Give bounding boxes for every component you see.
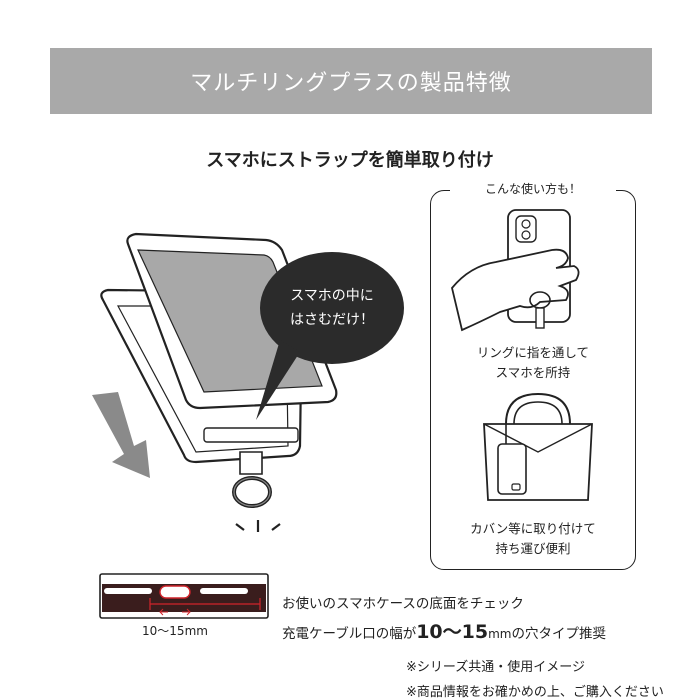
measure-label: 10〜15mm	[142, 624, 208, 638]
check-line-2: 充電ケーブル口の幅が10〜15mmの穴タイプ推奨	[282, 617, 606, 644]
bag-caption: カバン等に取り付けて 持ち運び便利	[440, 519, 626, 559]
bag-caption-line-2: 持ち運び便利	[495, 541, 571, 556]
check-width-unit: mm	[488, 627, 512, 641]
emphasis-mark-left	[235, 523, 245, 531]
check-line-2-prefix: 充電ケーブル口の幅が	[282, 626, 417, 642]
bubble-line-1: スマホの中に	[290, 288, 374, 304]
note-confirm: ※商品情報をお確かめの上、ご購入ください	[406, 685, 664, 700]
usage-panel-title: こんな使い方も！	[450, 180, 616, 197]
plate-slot	[203, 427, 299, 443]
strap-clip	[239, 451, 263, 475]
emphasis-mark-right	[271, 523, 281, 531]
ring-caption-line-1: リングに指を通して	[476, 345, 590, 360]
note-series: ※シリーズ共通・使用イメージ	[406, 660, 585, 675]
ring-caption: リングに指を通して スマホを所持	[440, 343, 626, 383]
title-banner: マルチリングプラスの製品特徴	[50, 48, 652, 114]
speech-bubble	[256, 252, 404, 420]
banner-title: マルチリングプラスの製品特徴	[190, 71, 512, 96]
down-arrow-icon	[92, 392, 150, 478]
bag-caption-line-1: カバン等に取り付けて	[470, 521, 596, 536]
bubble-line-2: はさむだけ！	[290, 312, 374, 328]
check-width-value: 10〜15	[416, 621, 489, 643]
hand-ring-illustration	[451, 209, 580, 332]
section-subtitle: スマホにストラップを簡単取り付け	[206, 150, 494, 171]
ring-caption-line-2: スマホを所持	[495, 365, 571, 380]
bubble-text: スマホの中に はさむだけ！	[262, 284, 402, 332]
bag-illustration	[483, 392, 593, 501]
check-line-1: お使いのスマホケースの底面をチェック	[282, 596, 524, 612]
check-line-2-suffix: の穴タイプ推奨	[511, 626, 606, 642]
case-bottom-diagram	[99, 573, 269, 619]
